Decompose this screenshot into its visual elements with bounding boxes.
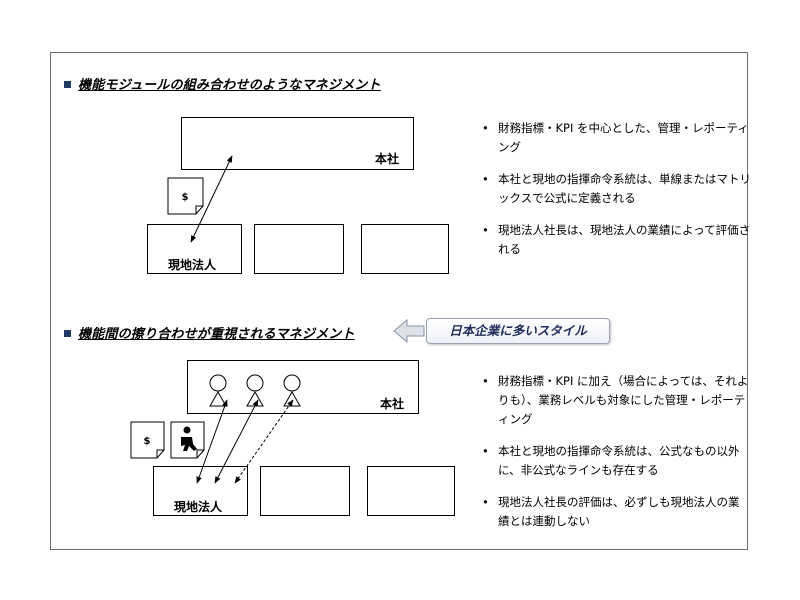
section2-bullets: 財務指標・KPI に加え（場合によっては、それよりも）、業務レベルも対象にした管…: [480, 372, 750, 544]
section1-bullet: 財務指標・KPI を中心とした、管理・レポーティング: [480, 119, 752, 157]
section2-subsidiary-label: 現地法人: [174, 500, 223, 514]
section1-box-3: [361, 224, 449, 274]
section1-title: 機能モジュールの組み合わせのようなマネジメント: [78, 78, 381, 93]
bullet-square-icon: [64, 81, 71, 88]
section1-hq-label: 本社: [374, 152, 399, 166]
section1-reporting-arrow: [190, 155, 233, 243]
person-icon: [246, 374, 264, 407]
section1-bullets: 財務指標・KPI を中心とした、管理・レポーティング 本社と現地の指揮命令系統は…: [480, 119, 752, 272]
section2-heading: 機能間の擦り合わせが重視されるマネジメント: [64, 323, 355, 342]
person-icon: [209, 374, 227, 407]
section2-box-3: [367, 466, 455, 516]
section1-bullet: 本社と現地の指揮命令系統は、単線またはマトリックスで公式に定義される: [480, 170, 752, 208]
svg-text:$: $: [144, 436, 151, 447]
svg-text:$: $: [182, 192, 189, 203]
section2-arrow-2: [214, 399, 259, 484]
callout-box: 日本企業に多いスタイル: [426, 318, 610, 344]
section2-hq-label: 本社: [379, 397, 404, 411]
bullet-square-icon: [64, 330, 71, 337]
diagram-frame: [50, 52, 748, 550]
section1-heading: 機能モジュールの組み合わせのようなマネジメント: [64, 74, 381, 93]
section2-bullet: 現地法人社長の評価は、必ずしも現地法人の業績とは連動しない: [480, 493, 750, 531]
left-arrow-icon: [393, 318, 425, 344]
section2-box-2: [260, 466, 350, 516]
section1-box-2: [254, 224, 344, 274]
person-icon: [283, 374, 301, 407]
section1-subsidiary-label: 現地法人: [168, 258, 217, 272]
dollar-document-icon: $: [130, 421, 165, 459]
person-document-icon: [170, 421, 205, 459]
section2-bullet: 財務指標・KPI に加え（場合によっては、それよりも）、業務レベルも対象にした管…: [480, 372, 750, 429]
dollar-document-icon: $: [167, 177, 204, 215]
section2-informal-arrow: [234, 399, 294, 484]
section2-title: 機能間の擦り合わせが重視されるマネジメント: [78, 327, 355, 342]
section1-bullet: 現地法人社長は、現地法人の業績によって評価される: [480, 221, 752, 259]
callout-text: 日本企業に多いスタイル: [449, 323, 587, 338]
section2-bullet: 本社と現地の指揮命令系統は、公式なもの以外に、非公式なラインも存在する: [480, 442, 750, 480]
